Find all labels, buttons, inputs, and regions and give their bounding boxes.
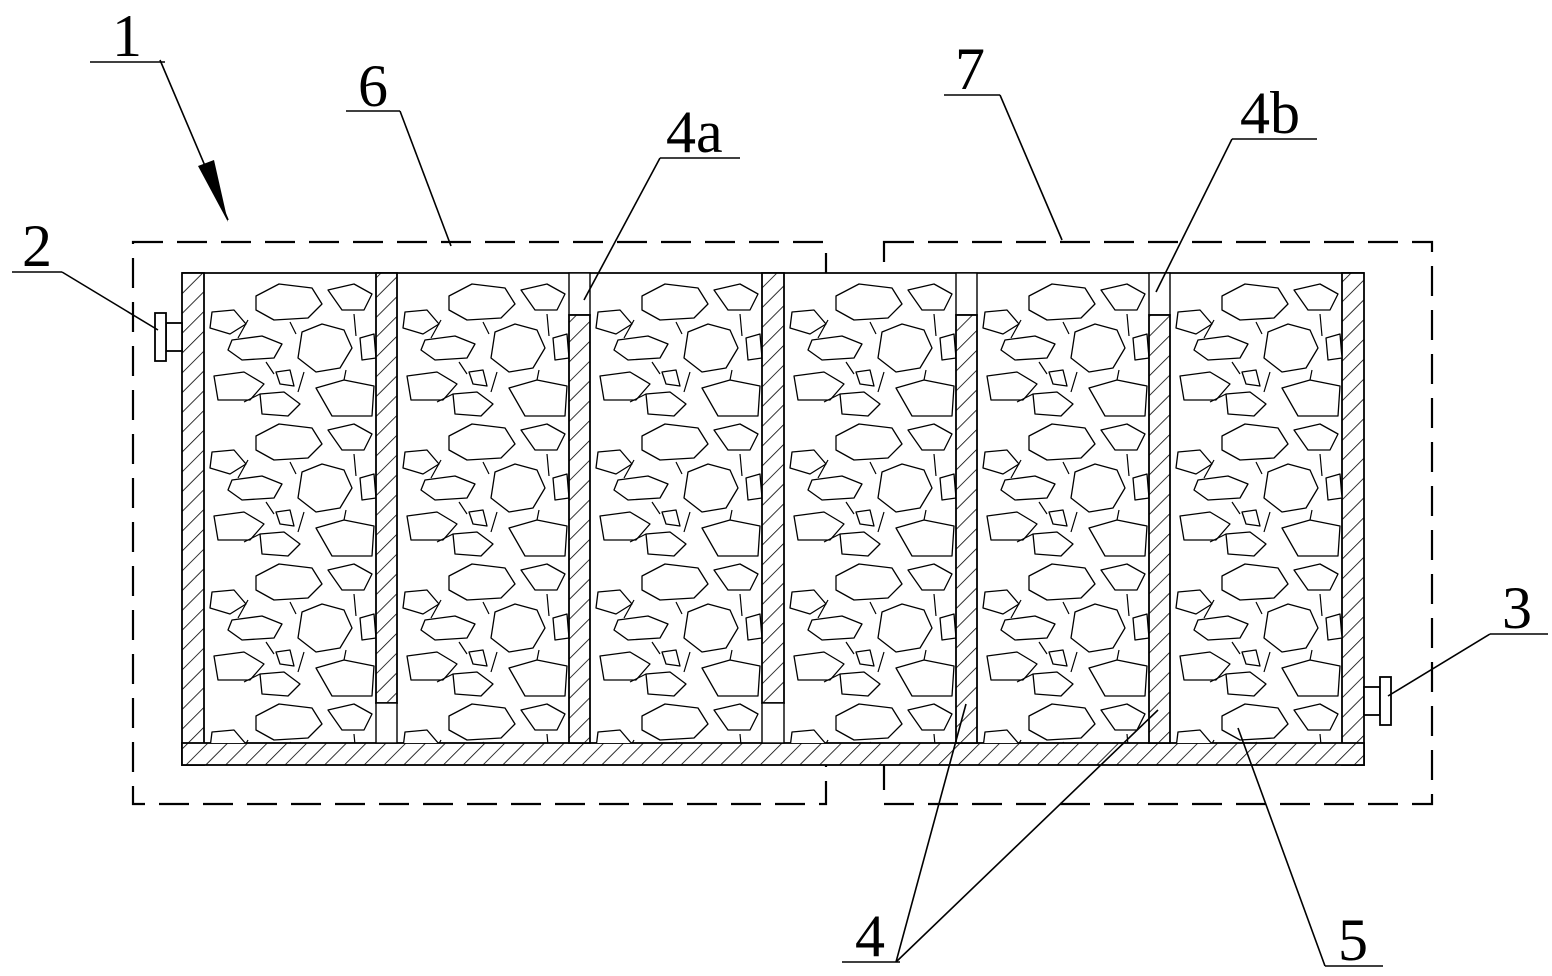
bottom-wall [181,742,1365,766]
label-filler: 5 [1338,907,1368,973]
partition-4b-gap [1148,272,1171,316]
partition-1-gap [375,702,398,744]
outlet-valve [1363,676,1392,726]
label-inlet: 2 [22,213,52,279]
partition-4b [1148,314,1171,744]
assembly-arrow [159,59,229,222]
label-assembly: 1 [112,3,142,69]
label-zone-7: 7 [955,36,985,102]
partitions [375,272,1171,744]
label-partition-4a: 4a [666,99,723,165]
partition-1 [375,272,398,704]
inlet-valve [154,312,183,362]
partition-3 [761,272,785,704]
left-wall [181,272,205,766]
callout-labels: 1 2 6 4a 7 4b 3 4 5 [22,3,1532,973]
label-outlet: 3 [1502,575,1532,641]
label-zone-6: 6 [358,53,388,119]
partition-4a [568,314,591,744]
label-partition-4b: 4b [1240,80,1300,146]
label-partitions: 4 [855,903,885,969]
partition-4 [955,314,978,744]
partition-4-gap [955,272,978,316]
leader-lines [12,61,1548,967]
partition-3-gap [761,702,785,744]
right-wall [1341,272,1365,766]
